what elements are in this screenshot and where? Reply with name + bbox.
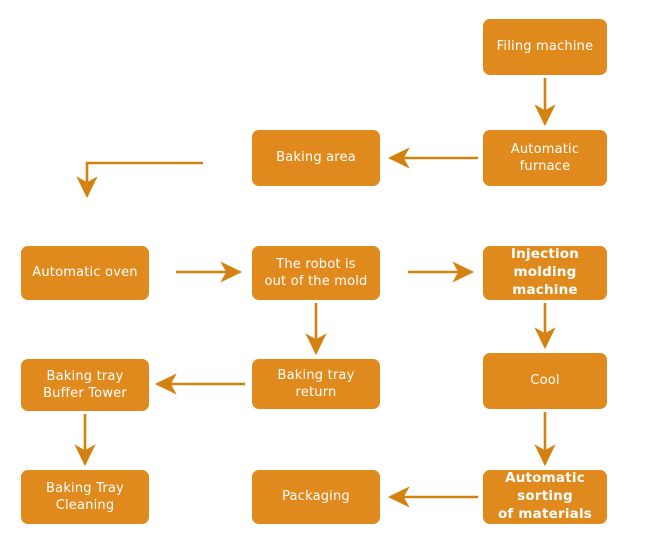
node-label: Automatic sorting of materials	[497, 470, 593, 522]
node-packaging[interactable]: Packaging	[252, 470, 380, 524]
node-label: Automatic oven	[32, 265, 138, 281]
node-baking-area[interactable]: Baking area	[252, 130, 380, 186]
node-label: Filing machine	[496, 39, 594, 55]
node-baking-tray-return[interactable]: Baking tray return	[252, 359, 380, 409]
node-label: Baking tray return	[277, 367, 355, 400]
node-label: Baking area	[276, 150, 356, 166]
node-label: Baking Tray Cleaning	[46, 480, 124, 513]
node-buffer-tower[interactable]: Baking tray Buffer Tower	[21, 359, 149, 411]
node-injection-molding[interactable]: Injection molding machine	[483, 246, 607, 300]
node-automatic-oven[interactable]: Automatic oven	[21, 246, 149, 300]
node-filing-machine[interactable]: Filing machine	[483, 19, 607, 75]
node-tray-cleaning[interactable]: Baking Tray Cleaning	[21, 470, 149, 524]
node-label: Baking tray Buffer Tower	[43, 368, 127, 401]
node-label: The robot is out of the mold	[264, 256, 368, 289]
node-automatic-furnace[interactable]: Automatic furnace	[483, 130, 607, 186]
node-label: Automatic furnace	[510, 141, 580, 174]
node-label: Packaging	[282, 489, 350, 505]
node-cool[interactable]: Cool	[483, 353, 607, 409]
node-label: Injection molding machine	[510, 246, 580, 298]
node-automatic-sorting[interactable]: Automatic sorting of materials	[483, 470, 607, 524]
node-label: Cool	[530, 373, 560, 389]
node-robot-out-of-mold[interactable]: The robot is out of the mold	[252, 246, 380, 300]
connector-baking-area-to-oven	[76, 161, 203, 199]
